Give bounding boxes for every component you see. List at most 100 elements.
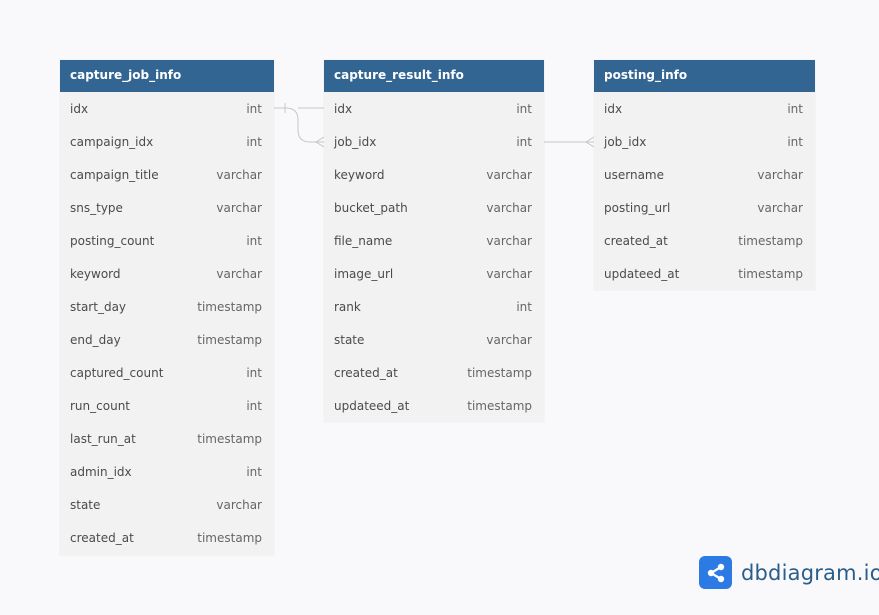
column-name: run_count (70, 398, 130, 413)
column-row-state[interactable]: state varchar (60, 488, 274, 521)
column-type: int (246, 101, 262, 116)
table-title[interactable]: capture_job_info (60, 60, 274, 92)
column-type: timestamp (467, 365, 532, 380)
column-type: varchar (216, 497, 262, 512)
column-type: varchar (486, 332, 532, 347)
column-name: posting_count (70, 233, 155, 248)
column-row-posting-count[interactable]: posting_count int (60, 224, 274, 257)
column-type: varchar (216, 167, 262, 182)
brand-name: dbdiagram.io (741, 560, 879, 585)
column-row-campaign-title[interactable]: campaign_title varchar (60, 158, 274, 191)
column-type: timestamp (738, 233, 803, 248)
many-marker (585, 136, 595, 148)
column-name: end_day (70, 332, 121, 347)
many-marker (315, 136, 325, 148)
column-row-idx[interactable]: idx int (324, 92, 544, 125)
column-name: job_idx (334, 134, 377, 149)
column-type: int (246, 365, 262, 380)
column-row-last-run-at[interactable]: last_run_at timestamp (60, 422, 274, 455)
relation-job-to-result (274, 107, 324, 143)
column-name: username (604, 167, 664, 182)
column-type: varchar (486, 266, 532, 281)
column-type: int (516, 101, 532, 116)
column-type: varchar (757, 200, 803, 215)
column-name: keyword (70, 266, 121, 281)
column-row-file-name[interactable]: file_name varchar (324, 224, 544, 257)
column-name: created_at (334, 365, 398, 380)
column-type: varchar (216, 200, 262, 215)
column-type: varchar (486, 200, 532, 215)
column-type: int (246, 398, 262, 413)
column-row-start-day[interactable]: start_day timestamp (60, 290, 274, 323)
column-name: idx (334, 101, 353, 116)
column-row-end-day[interactable]: end_day timestamp (60, 323, 274, 356)
column-type: int (246, 464, 262, 479)
column-name: posting_url (604, 200, 671, 215)
column-type: timestamp (197, 332, 262, 347)
column-type: timestamp (197, 530, 262, 545)
column-row-campaign-idx[interactable]: campaign_idx int (60, 125, 274, 158)
column-row-keyword[interactable]: keyword varchar (60, 257, 274, 290)
column-name: image_url (334, 266, 394, 281)
column-type: int (246, 134, 262, 149)
column-row-admin-idx[interactable]: admin_idx int (60, 455, 274, 488)
column-name: idx (70, 101, 89, 116)
brand-logo[interactable]: dbdiagram.io (699, 556, 879, 589)
column-name: state (70, 497, 101, 512)
column-type: varchar (486, 167, 532, 182)
column-name: updateed_at (334, 398, 410, 413)
column-row-run-count[interactable]: run_count int (60, 389, 274, 422)
column-name: created_at (604, 233, 668, 248)
column-row-updateed-at[interactable]: updateed_at timestamp (324, 389, 544, 422)
column-row-image-url[interactable]: image_url varchar (324, 257, 544, 290)
column-name: bucket_path (334, 200, 408, 215)
column-name: file_name (334, 233, 393, 248)
column-type: varchar (757, 167, 803, 182)
column-type: int (246, 233, 262, 248)
column-row-idx[interactable]: idx int (60, 92, 274, 125)
column-row-sns-type[interactable]: sns_type varchar (60, 191, 274, 224)
column-type: timestamp (197, 299, 262, 314)
column-row-created-at[interactable]: created_at timestamp (594, 224, 815, 257)
column-row-created-at[interactable]: created_at timestamp (324, 356, 544, 389)
column-type: int (787, 134, 803, 149)
column-row-username[interactable]: username varchar (594, 158, 815, 191)
table-title[interactable]: capture_result_info (324, 60, 544, 92)
column-type: int (516, 134, 532, 149)
column-name: start_day (70, 299, 127, 314)
column-type: timestamp (738, 266, 803, 281)
column-type: varchar (216, 266, 262, 281)
column-row-idx[interactable]: idx int (594, 92, 815, 125)
column-row-posting-url[interactable]: posting_url varchar (594, 191, 815, 224)
column-name: sns_type (70, 200, 123, 215)
column-name: last_run_at (70, 431, 136, 446)
column-name: state (334, 332, 365, 347)
column-row-updateed-at[interactable]: updateed_at timestamp (594, 257, 815, 290)
column-type: varchar (486, 233, 532, 248)
column-name: idx (604, 101, 623, 116)
column-name: campaign_idx (70, 134, 154, 149)
column-name: updateed_at (604, 266, 680, 281)
column-row-bucket-path[interactable]: bucket_path varchar (324, 191, 544, 224)
column-type: timestamp (197, 431, 262, 446)
column-type: int (516, 299, 532, 314)
column-name: captured_count (70, 365, 164, 380)
table-title[interactable]: posting_info (594, 60, 815, 92)
column-row-captured-count[interactable]: captured_count int (60, 356, 274, 389)
share-nodes-icon (699, 556, 732, 589)
column-name: campaign_title (70, 167, 159, 182)
column-row-job-idx[interactable]: job_idx int (324, 125, 544, 158)
column-row-state[interactable]: state varchar (324, 323, 544, 356)
column-type: int (787, 101, 803, 116)
column-name: admin_idx (70, 464, 132, 479)
column-type: timestamp (467, 398, 532, 413)
